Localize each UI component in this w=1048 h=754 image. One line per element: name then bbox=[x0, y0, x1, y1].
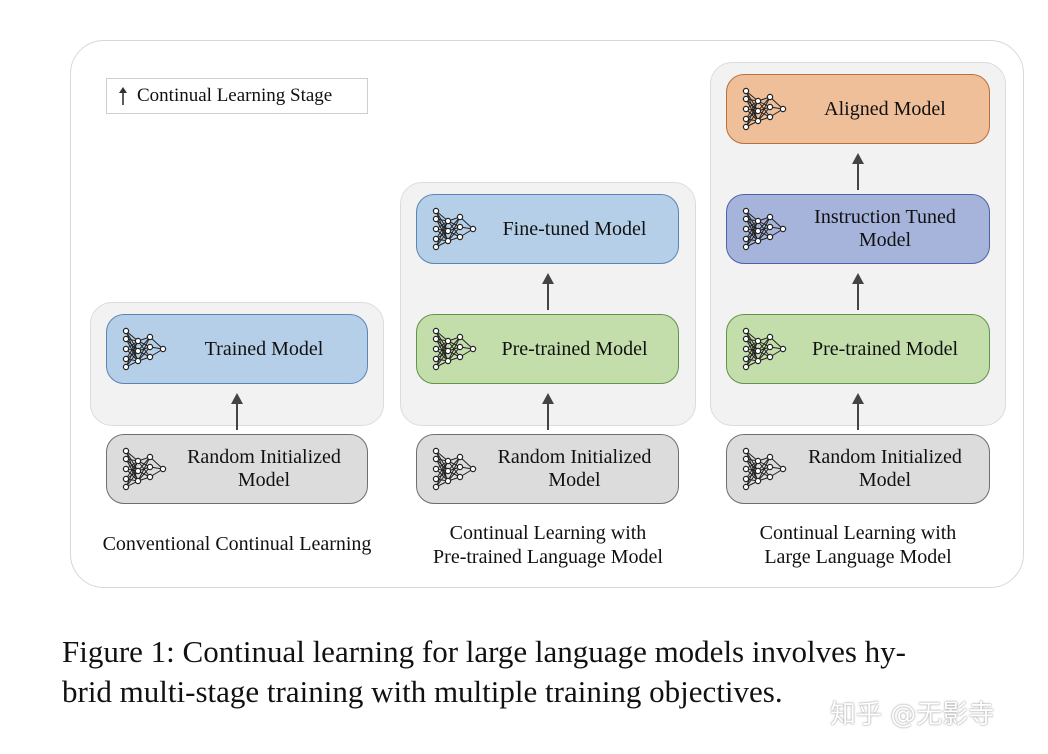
stage-arrow bbox=[542, 393, 554, 430]
neural-network-icon bbox=[432, 447, 477, 491]
stage-arrow bbox=[231, 393, 243, 430]
model-label: Random Initialized Model bbox=[187, 446, 341, 491]
neural-network-icon bbox=[432, 207, 477, 251]
model-label: Fine-tuned Model bbox=[502, 217, 647, 240]
figure-caption-line: brid multi-stage training with multiple … bbox=[62, 674, 783, 709]
figure-caption: Figure 1: Continual learning for large l… bbox=[62, 632, 1042, 712]
neural-network-icon bbox=[742, 447, 787, 491]
stage-arrow bbox=[852, 393, 864, 430]
model-label: Random Initialized Model bbox=[497, 446, 652, 491]
column-caption-conventional: Conventional Continual Learning bbox=[102, 533, 372, 555]
model-label: Trained Model bbox=[204, 337, 324, 360]
model-pre-trained: Pre-trained Model bbox=[726, 314, 990, 384]
model-fine-tuned: Fine-tuned Model bbox=[416, 194, 679, 264]
model-pre-trained: Pre-trained Model bbox=[416, 314, 679, 384]
column-caption-plm: Continual Learning with Pre-trained Lang… bbox=[433, 522, 663, 568]
neural-network-icon bbox=[742, 327, 787, 371]
model-label: Random Initialized Model bbox=[808, 446, 962, 491]
stage-arrow bbox=[542, 273, 554, 310]
column-caption-llm: Continual Learning with Large Language M… bbox=[759, 522, 957, 568]
neural-network-icon bbox=[122, 327, 167, 371]
model-random-initialized: Random Initialized Model bbox=[726, 434, 990, 504]
model-label: Instruction Tuned Model bbox=[814, 206, 956, 251]
neural-network-icon bbox=[742, 207, 787, 251]
model-aligned: Aligned Model bbox=[726, 74, 990, 144]
legend-label: Continual Learning Stage bbox=[137, 85, 333, 106]
model-label: Aligned Model bbox=[824, 97, 946, 120]
model-random-initialized: Random Initialized Model bbox=[416, 434, 679, 504]
legend-box: Continual Learning Stage bbox=[106, 78, 368, 114]
figure-caption-line: Figure 1: Continual learning for large l… bbox=[62, 634, 906, 669]
neural-network-icon bbox=[742, 87, 787, 131]
stage-arrow bbox=[852, 273, 864, 310]
watermark: 知乎 @无影寺 bbox=[830, 700, 995, 730]
model-label: Pre-trained Model bbox=[501, 337, 648, 360]
model-random-initialized: Random Initialized Model bbox=[106, 434, 368, 504]
neural-network-icon bbox=[432, 327, 477, 371]
model-instruction-tuned: Instruction Tuned Model bbox=[726, 194, 990, 264]
model-label: Pre-trained Model bbox=[811, 337, 959, 360]
stage-arrow bbox=[852, 153, 864, 190]
neural-network-icon bbox=[122, 447, 167, 491]
up-arrow-icon bbox=[119, 87, 127, 105]
model-trained: Trained Model bbox=[106, 314, 368, 384]
